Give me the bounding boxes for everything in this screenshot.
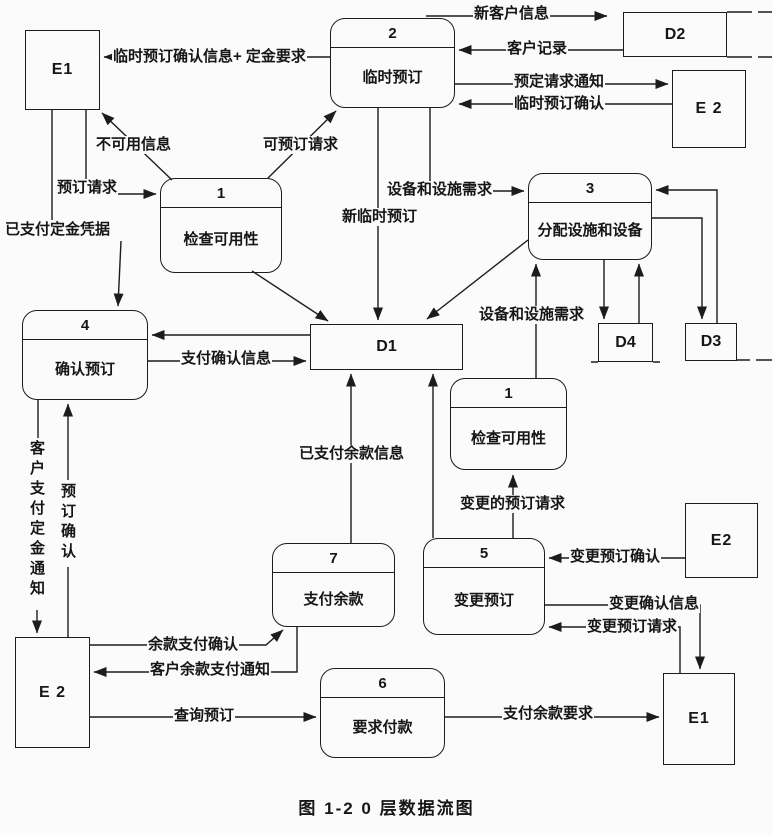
process-number: 2 [331,19,454,48]
process-1-check-availability-middle: 1 检查可用性 [450,378,567,470]
flow-label-equipment-req-mid: 设备和设施需求 [478,306,586,324]
external-entity-label: E 2 [695,100,723,117]
flow-label-temp-booking-confirm-deposit: 临时预订确认信息+ 定金要求 [112,48,307,66]
external-entity-e1-top: E1 [25,30,100,110]
data-store-label: D3 [700,333,722,350]
data-store-d3: D3 [685,323,737,361]
flow-label-payment-confirm-info: 支付确认信息 [180,350,273,368]
flow-label-query-booking: 查询预订 [173,707,236,725]
flow-label-customer-pay-deposit-notice: 客户支付定金通知 [26,440,46,600]
process-number: 3 [529,174,651,203]
process-number: 4 [23,311,147,340]
external-entity-label: E 2 [38,683,66,701]
data-store-d4: D4 [598,323,653,362]
external-entity-e2-top: E 2 [672,70,746,148]
flow-label-customer-balance-payment-notice: 客户余款支付通知 [149,661,272,679]
process-3-allocate-facilities: 3 分配设施和设备 [528,173,652,260]
flow-label-balance-payment-confirm: 余款支付确认 [147,636,240,654]
process-label: 检查可用性 [183,231,259,248]
process-number: 6 [321,669,444,698]
external-entity-label: E2 [710,531,733,549]
flow-label-unavailable-info: 不可用信息 [95,136,173,154]
external-entity-e1-bottom-right: E1 [663,673,735,765]
flow-label-customer-record: 客户记录 [506,40,569,58]
data-store-label: D4 [615,333,636,351]
flow-3-to-d3 [652,217,707,320]
flow-label-pay-balance-request: 支付余款要求 [502,705,595,723]
flow-label-equipment-req-top: 设备和设施需求 [386,181,494,199]
process-label: 要求付款 [352,718,413,736]
external-entity-label: E1 [688,710,710,727]
flow-label-new-temp-booking: 新临时预订 [341,208,419,226]
process-number: 7 [273,544,394,573]
flow-change-confirm-info [545,604,705,670]
flow-label-temp-booking-confirm: 临时预订确认 [513,95,606,113]
external-entity-e2-bottom-left: E 2 [15,637,90,748]
data-store-d2: D2 [623,12,727,57]
flow-d3-to-3 [655,185,718,323]
external-entity-label: E1 [51,61,74,78]
flow-label-change-confirm-info: 变更确认信息 [608,595,701,613]
d2-shelf-lines [727,11,772,58]
flow-label-change-booking-confirm: 变更预订确认 [569,548,662,566]
flow-label-changed-booking-request: 变更的预订请求 [459,495,567,513]
data-store-label: D1 [376,338,397,355]
process-number: 1 [161,179,281,208]
data-store-label: D2 [664,25,686,43]
process-number: 1 [451,379,566,408]
process-1-check-availability-top: 1 检查可用性 [160,178,282,273]
process-6-request-payment: 6 要求付款 [320,668,445,758]
process-4-confirm-booking: 4 确认预订 [22,310,148,400]
process-number: 5 [424,539,544,568]
process-label: 分配设施和设备 [537,222,643,239]
process-label: 支付余款 [303,590,364,608]
process-5-change-booking: 5 变更预订 [423,538,545,635]
data-store-d1: D1 [310,324,463,370]
process-label: 检查可用性 [470,429,546,447]
external-entity-e2-bottom-right: E2 [685,503,758,578]
flow-equipment-req-2-to-3 [429,108,525,196]
flow-label-booking-request: 预订请求 [56,179,119,197]
process-2-temporary-booking: 2 临时预订 [330,18,455,108]
flow-label-change-booking-request: 变更预订请求 [586,618,679,636]
process-label: 变更预订 [453,592,514,609]
flow-label-paid-balance-info: 已支付余款信息 [298,445,406,463]
flow-label-paid-deposit-receipt: 已支付定金凭据 [4,221,112,239]
process-label: 临时预订 [362,68,423,86]
flow-1a-to-d1 [251,270,329,322]
process-label: 确认预订 [54,360,115,378]
flow-label-bookable-request: 可预订请求 [262,136,340,154]
figure-caption: 图 1-2 0 层数据流图 [298,799,475,818]
flow-label-booking-request-notice: 预定请求通知 [513,73,606,91]
process-7-pay-balance: 7 支付余款 [272,543,395,627]
flow-label-new-customer-info: 新客户信息 [473,5,551,23]
flow-label-booking-confirm: 预订确认 [57,483,77,563]
flow-paid-deposit-receipt-b [113,240,124,307]
flow-3-to-d1 [426,239,529,320]
